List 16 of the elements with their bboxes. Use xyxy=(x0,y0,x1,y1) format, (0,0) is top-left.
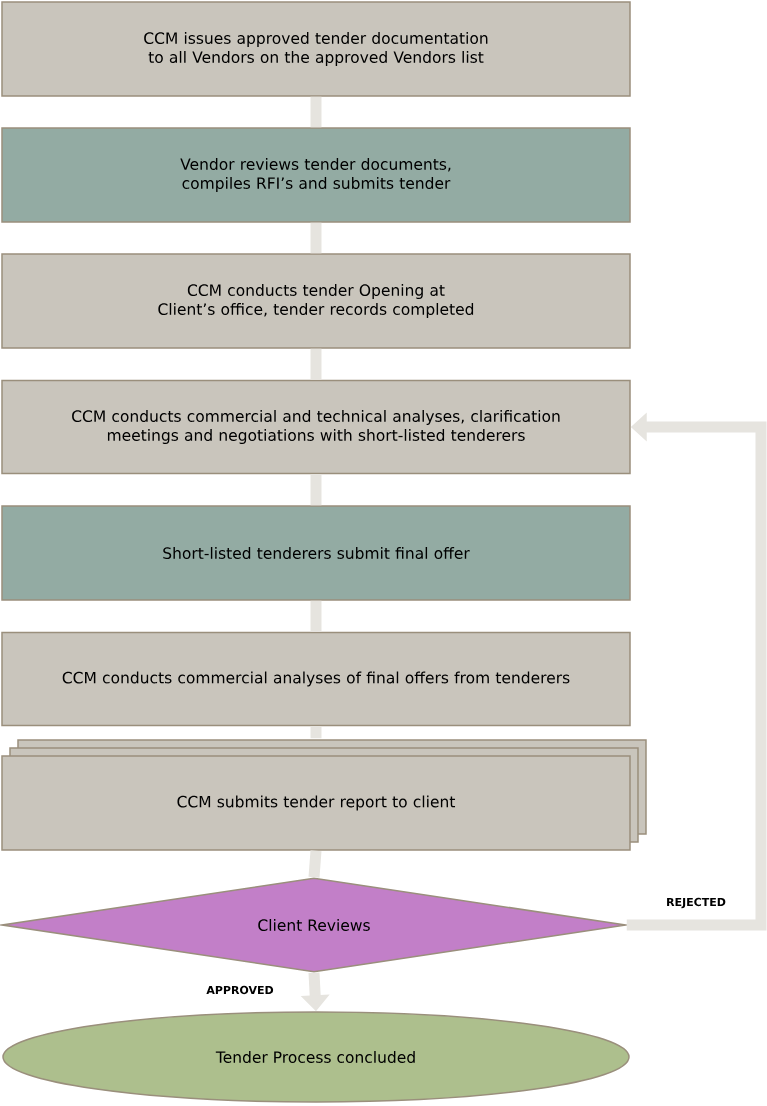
connector-line xyxy=(310,96,322,128)
connector-line xyxy=(310,348,322,380)
process-box: CCM issues approved tender documentation to all Vendors on the approved Vendors list xyxy=(1,1,631,97)
connector-line xyxy=(310,600,322,632)
connector-line xyxy=(310,222,322,254)
edge-label: APPROVED xyxy=(204,983,276,997)
connector-line xyxy=(310,726,322,739)
process-box: Short-listed tenderers submit final offer xyxy=(1,505,631,601)
process-box: CCM conducts tender Opening at Client’s office, tender records completed xyxy=(1,253,631,349)
connector-line xyxy=(310,474,322,506)
connector-line xyxy=(308,850,322,878)
document-stack: CCM submits tender report to client xyxy=(1,739,647,851)
process-box: Vendor reviews tender documents, compiles RFI’s and submits tender xyxy=(1,127,631,223)
process-box: CCM conducts commercial analyses of final offers from tenderers xyxy=(1,631,631,727)
process-box: CCM conducts commercial and technical analyses, clarification meetings and negotiations with short-listed tenderers xyxy=(1,379,631,475)
edge-label: REJECTED xyxy=(664,895,728,911)
